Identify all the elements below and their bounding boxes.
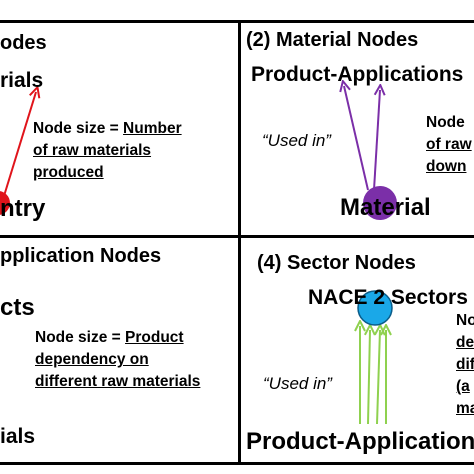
sector-node-size-note: No de dif (a ma	[456, 310, 474, 420]
country-arrow	[3, 92, 36, 197]
product-note-underlined: Product	[125, 329, 184, 346]
material-node	[363, 186, 397, 220]
country-node	[0, 191, 10, 215]
material-panel-heading: (2) Material Nodes	[246, 29, 419, 51]
material-note-line3: down	[426, 158, 467, 175]
product-bottom-label: ials	[0, 425, 36, 448]
sector-note-line3: dif	[456, 356, 474, 373]
country-panel-heading: odes	[0, 32, 47, 54]
country-top-label: rials	[0, 69, 44, 92]
material-note-line2: of raw	[426, 136, 472, 153]
product-note-prefix: Node size =	[35, 329, 126, 346]
material-node-label: Material	[340, 194, 431, 221]
country-note-line3: produced	[33, 164, 104, 181]
country-node-size-note: Node size = Number of raw materials prod…	[33, 118, 182, 184]
material-used-in-label: “Used in”	[262, 131, 331, 150]
sector-node	[357, 290, 393, 326]
country-note-underlined: Number	[123, 120, 182, 137]
product-note-line2: dependency on	[35, 351, 149, 368]
sector-top-label: NACE 2 Sectors	[308, 286, 468, 309]
material-note-line1: Node	[426, 114, 465, 131]
product-note-line3: different raw materials	[35, 373, 201, 390]
sector-used-in-label: “Used in”	[263, 374, 332, 393]
sector-note-line4: (a	[456, 378, 470, 395]
material-node-size-note: Node of raw down	[426, 112, 472, 178]
country-note-prefix: Node size =	[33, 120, 124, 137]
product-panel-heading: pplication Nodes	[0, 245, 162, 267]
sector-note-line5: ma	[456, 400, 474, 417]
sector-panel-heading: (4) Sector Nodes	[257, 252, 416, 274]
sector-arrow-3	[377, 330, 380, 425]
sector-bottom-label: Product-Applications	[246, 428, 474, 455]
country-node-label: ntry	[0, 195, 46, 222]
sector-note-line1: No	[456, 312, 474, 329]
sector-note-line2: de	[456, 334, 474, 351]
product-top-label: cts	[0, 294, 35, 321]
material-arrow-left	[344, 86, 369, 191]
panel-frame-sector	[238, 235, 474, 465]
material-arrow-right	[373, 90, 380, 191]
country-note-line2: of raw materials	[33, 142, 152, 159]
product-node-size-note: Node size = Product dependency on differ…	[35, 327, 200, 393]
material-top-label: Product-Applications	[251, 63, 464, 86]
sector-arrow-2	[368, 330, 370, 425]
